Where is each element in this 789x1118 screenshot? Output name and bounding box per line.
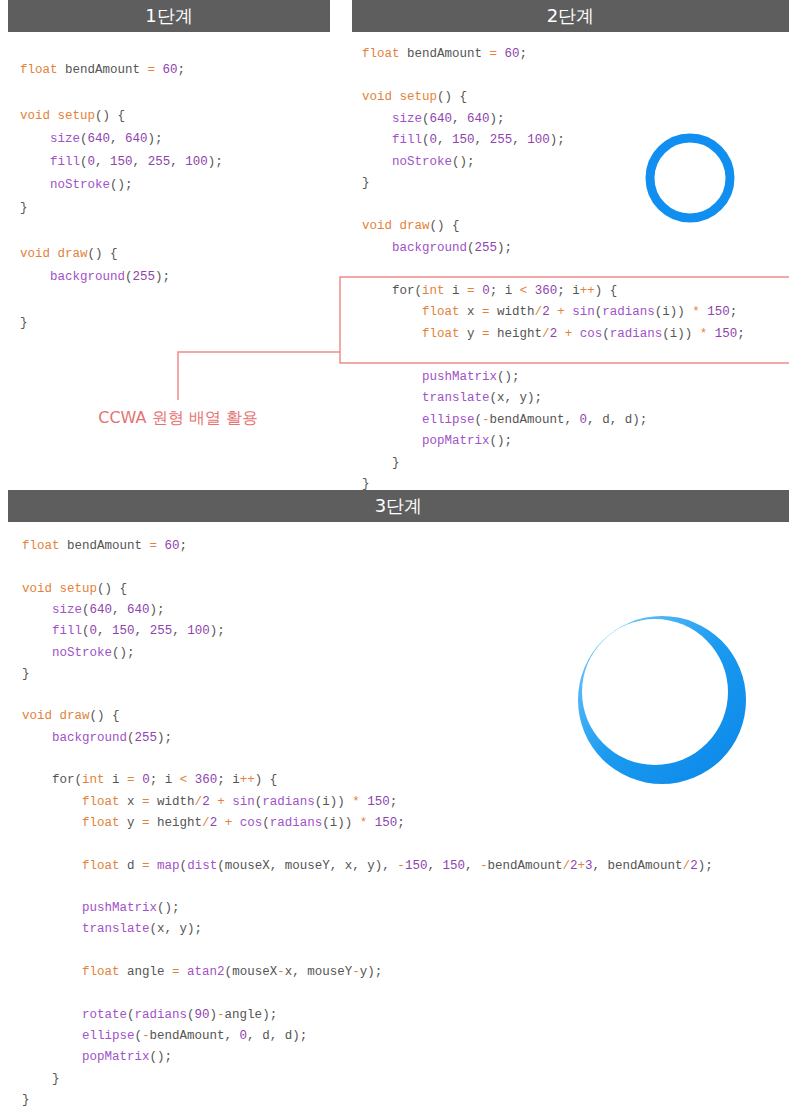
code-line: } — [392, 455, 400, 471]
code-line: void setup() { — [20, 108, 125, 124]
code-line: fill(0, 150, 255, 100); — [392, 132, 565, 148]
step-header: 1단계 — [8, 0, 330, 32]
code-line: float angle = atan2(mouseX-x, mouseY-y); — [82, 964, 382, 980]
code-line: float x = width/2 + sin(radians(i)) * 15… — [82, 794, 397, 810]
code-line: for(int i = 0; i < 360; i++) { — [392, 283, 617, 299]
code-line: void draw() { — [362, 218, 460, 234]
code-line: popMatrix(); — [422, 433, 512, 449]
code-line: } — [52, 1071, 60, 1087]
code-line: void draw() { — [22, 708, 120, 724]
code-line: background(255); — [52, 730, 172, 746]
code-line: } — [20, 315, 28, 331]
code-line: float y = height/2 + cos(radians(i)) * 1… — [82, 815, 405, 831]
code-line: size(640, 640); — [50, 131, 163, 147]
annotation-note: CCWA 원형 배열 활용 — [98, 408, 258, 429]
code-line: fill(0, 150, 255, 100); — [52, 623, 225, 639]
step-title: 3단계 — [375, 494, 422, 518]
code-line: size(640, 640); — [52, 602, 165, 618]
code-line: pushMatrix(); — [422, 369, 520, 385]
code-line: float bendAmount = 60; — [22, 538, 187, 554]
code-line: } — [362, 175, 370, 191]
code-line: } — [22, 1092, 30, 1108]
code-line: popMatrix(); — [82, 1049, 172, 1065]
code-line: pushMatrix(); — [82, 900, 180, 916]
step-title: 1단계 — [145, 4, 192, 28]
code-line: rotate(radians(90)-angle); — [82, 1007, 277, 1023]
step-title: 2단계 — [547, 4, 594, 28]
code-line: } — [20, 200, 28, 216]
code-line: float bendAmount = 60; — [362, 46, 527, 62]
code-line: void setup() { — [22, 581, 127, 597]
leader-line — [178, 352, 340, 400]
code-line: size(640, 640); — [392, 111, 505, 127]
code-line: float x = width/2 + sin(radians(i)) * 15… — [422, 304, 737, 320]
code-line: noStroke(); — [392, 154, 475, 170]
code-line: void setup() { — [362, 89, 467, 105]
code-line: translate(x, y); — [82, 921, 202, 937]
code-line: ellipse(-bendAmount, 0, d, d); — [82, 1028, 307, 1044]
code-line: float bendAmount = 60; — [20, 62, 185, 78]
code-line: void draw() { — [20, 246, 118, 262]
code-line: background(255); — [50, 269, 170, 285]
code-line: } — [362, 476, 370, 492]
step-header: 3단계 — [8, 490, 789, 522]
code-line: float y = height/2 + cos(radians(i)) * 1… — [422, 326, 745, 342]
step-header: 2단계 — [352, 0, 789, 32]
crescent-figure — [578, 616, 746, 784]
code-line: ellipse(-bendAmount, 0, d, d); — [422, 412, 647, 428]
code-line: noStroke(); — [52, 645, 135, 661]
code-line: background(255); — [392, 240, 512, 256]
highlight-box — [340, 277, 789, 363]
code-line: } — [22, 666, 30, 682]
code-line: translate(x, y); — [422, 390, 542, 406]
code-line: for(int i = 0; i < 360; i++) { — [52, 772, 277, 788]
code-line: fill(0, 150, 255, 100); — [50, 154, 223, 170]
ring-figure — [650, 138, 730, 218]
code-line: float d = map(dist(mouseX, mouseY, x, y)… — [82, 858, 713, 874]
crescent-cutout — [582, 619, 728, 765]
code-line: noStroke(); — [50, 177, 133, 193]
